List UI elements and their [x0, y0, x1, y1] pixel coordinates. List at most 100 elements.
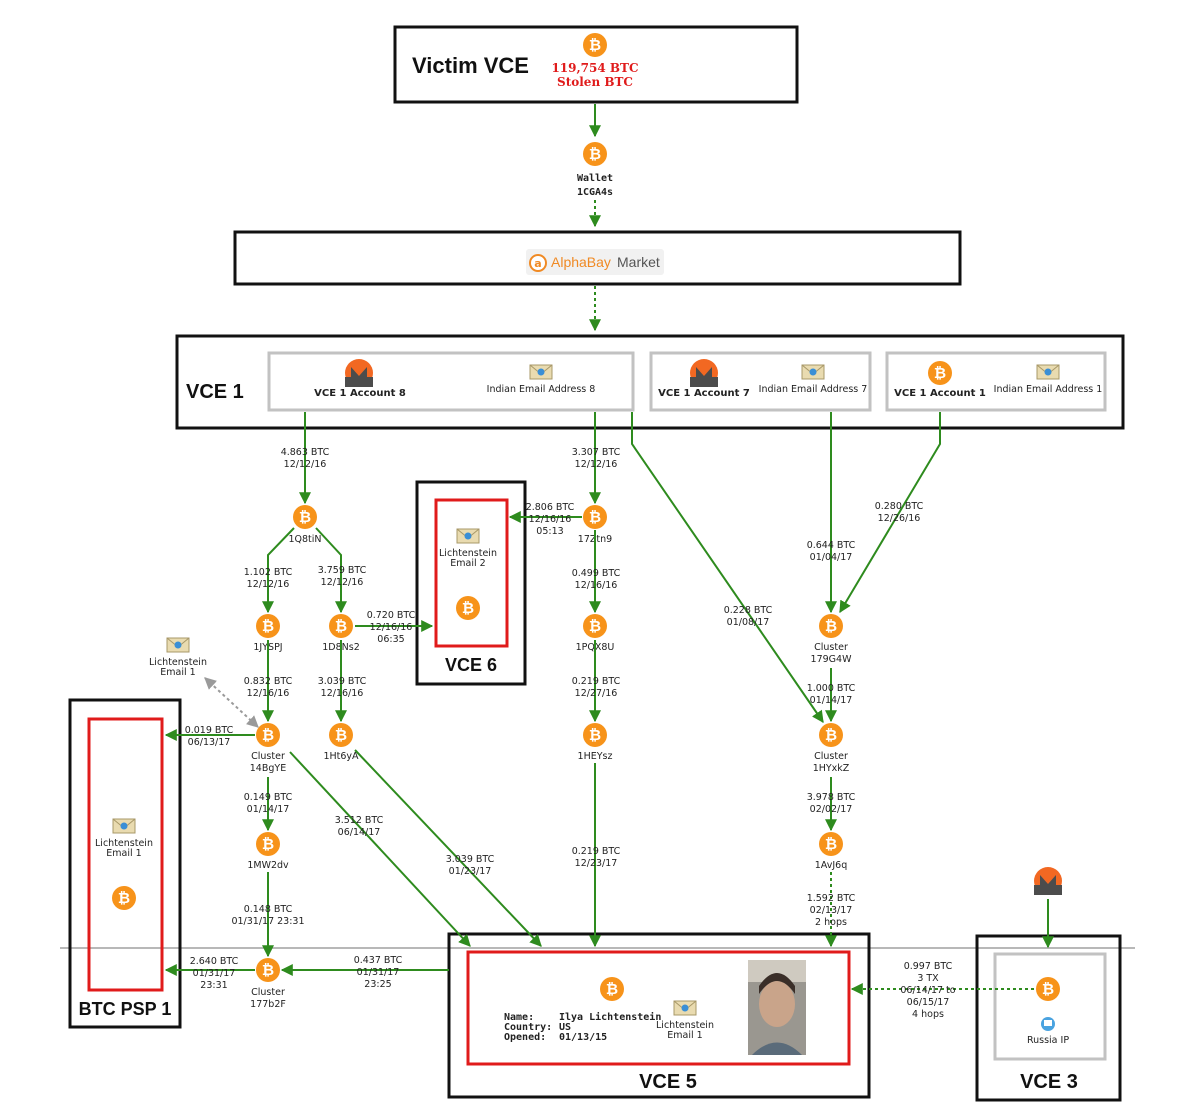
svg-text:0.997 BTC: 0.997 BTC [904, 961, 953, 972]
svg-text:0.720 BTC: 0.720 BTC [367, 610, 416, 621]
node-1HEYsz: 1HEYsz [578, 751, 613, 762]
svg-text:3.039 BTC: 3.039 BTC [318, 676, 367, 687]
email-icon [112, 818, 136, 834]
svg-text:12/27/16: 12/27/16 [575, 688, 618, 699]
svg-text:0.148 BTC: 0.148 BTC [244, 904, 293, 915]
svg-text:12/12/16: 12/12/16 [575, 459, 618, 470]
node-cluster-14b-l1: Cluster [251, 751, 285, 762]
node-cluster-1hy-l2: 1HYxkZ [813, 763, 850, 774]
svg-text:01/31/17 23:31: 01/31/17 23:31 [231, 916, 304, 927]
victim-amount: 119,754 BTC [551, 61, 638, 75]
computer-icon [1041, 1017, 1055, 1031]
vce6-title: VCE 6 [445, 655, 497, 675]
vce5-email-l2: Email 1 [667, 1030, 702, 1041]
vce1-account1-box [885, 351, 1107, 412]
psp-red-box [87, 717, 164, 992]
svg-text:02/02/17: 02/02/17 [810, 804, 853, 815]
bitcoin-icon [583, 505, 607, 529]
svg-text:3 TX: 3 TX [917, 973, 939, 984]
node-cluster-179-l1: Cluster [814, 642, 848, 653]
vce5-email-l1: Lichtenstein [656, 1020, 714, 1031]
vce5-red-box [466, 950, 851, 1066]
bitcoin-icon [256, 723, 280, 747]
psp-email-l1: Lichtenstein [95, 838, 153, 849]
monero-icon [690, 359, 718, 387]
svg-text:1.592 BTC: 1.592 BTC [807, 893, 856, 904]
vce1-email8-label: Indian Email Address 8 [487, 384, 596, 395]
email-icon [166, 637, 190, 653]
vce1-account8-box [267, 351, 635, 412]
victim-vce-title: Victim VCE [412, 53, 529, 78]
email-icon [456, 528, 480, 544]
node-cluster-177-l2: 177b2F [250, 999, 286, 1010]
victim-btc-icon [583, 33, 607, 57]
svg-text:06/14/17: 06/14/17 [338, 827, 381, 838]
svg-text:05:13: 05:13 [536, 526, 563, 537]
alphabay-box [233, 230, 962, 286]
vce5-country-value: US [559, 1022, 571, 1033]
flow-acct1-179 [839, 412, 941, 614]
svg-text:0.149 BTC: 0.149 BTC [244, 792, 293, 803]
svg-text:12/16/16: 12/16/16 [321, 688, 364, 699]
svg-text:23:31: 23:31 [200, 980, 227, 991]
flow-14b-vce5 [289, 751, 471, 947]
svg-text:01/08/17: 01/08/17 [727, 617, 770, 628]
svg-text:06/15/17: 06/15/17 [907, 997, 950, 1008]
wallet-label: Wallet [577, 173, 613, 184]
victim-stolen: Stolen BTC [557, 75, 633, 89]
vce6-email-l1: Lichtenstein [439, 548, 497, 559]
svg-text:02/13/17: 02/13/17 [810, 905, 853, 916]
monero-icon [1034, 867, 1062, 895]
svg-text:3.512 BTC: 3.512 BTC [335, 815, 384, 826]
node-1Q8tiN: 1Q8tiN [288, 534, 321, 545]
flow-1ht-vce5 [354, 749, 542, 947]
svg-text:1.102 BTC: 1.102 BTC [244, 567, 293, 578]
svg-text:0.437 BTC: 0.437 BTC [354, 955, 403, 966]
vce6-box [415, 480, 527, 686]
psp-email-l2: Email 1 [106, 848, 141, 859]
vce1-account8-label: VCE 1 Account 8 [314, 388, 406, 399]
email-icon [801, 364, 825, 380]
vce5-box [447, 932, 871, 1099]
victim-vce-box [393, 25, 799, 104]
svg-text:12/12/16: 12/12/16 [321, 577, 364, 588]
wallet-btc-icon [583, 142, 607, 166]
svg-text:01/31/17: 01/31/17 [193, 968, 236, 979]
vce1-account1-label: VCE 1 Account 1 [894, 388, 986, 399]
bitcoin-icon [256, 614, 280, 638]
email-icon [673, 1000, 697, 1016]
svg-text:01/31/17: 01/31/17 [357, 967, 400, 978]
vce1-box [175, 334, 1125, 430]
node-1Ht6yA: 1Ht6yA [323, 751, 359, 762]
vce6-red-box [434, 498, 509, 648]
vce1-email7-label: Indian Email Address 7 [759, 384, 868, 395]
svg-text:01/14/17: 01/14/17 [810, 695, 853, 706]
vce1-email1-label: Indian Email Address 1 [994, 384, 1103, 395]
vce5-name-value: Ilya Lichtenstein [559, 1011, 661, 1023]
floating-email-l1: Lichtenstein [149, 657, 207, 668]
node-cluster-14b-l2: 14BgYE [250, 763, 286, 774]
wallet-id: 1CGA4s [577, 187, 613, 198]
node-cluster-179-l2: 179G4W [811, 654, 853, 665]
psp-title: BTC PSP 1 [79, 999, 172, 1019]
svg-text:0.019 BTC: 0.019 BTC [185, 725, 234, 736]
svg-text:3.307 BTC: 3.307 BTC [572, 447, 621, 458]
monero-icon [345, 359, 373, 387]
svg-text:12/12/16: 12/12/16 [284, 459, 327, 470]
bitcoin-icon [600, 977, 624, 1001]
vce5-opened-key: Opened: [504, 1032, 546, 1043]
vce5-opened-value: 01/13/15 [559, 1032, 607, 1043]
alphabay-logo-a: a [534, 257, 541, 270]
node-1AvJ6q: 1AvJ6q [815, 860, 848, 871]
svg-text:3.759 BTC: 3.759 BTC [318, 565, 367, 576]
vce1-account7-label: VCE 1 Account 7 [658, 388, 750, 399]
svg-text:0.219 BTC: 0.219 BTC [572, 676, 621, 687]
bitcoin-icon [256, 958, 280, 982]
email-icon [1036, 364, 1060, 380]
flow-acct8-1hy [631, 412, 824, 723]
flow-1q8-1d8 [315, 527, 347, 614]
svg-text:4 hops: 4 hops [912, 1009, 944, 1020]
svg-text:12/23/17: 12/23/17 [575, 858, 618, 869]
bitcoin-icon [293, 505, 317, 529]
